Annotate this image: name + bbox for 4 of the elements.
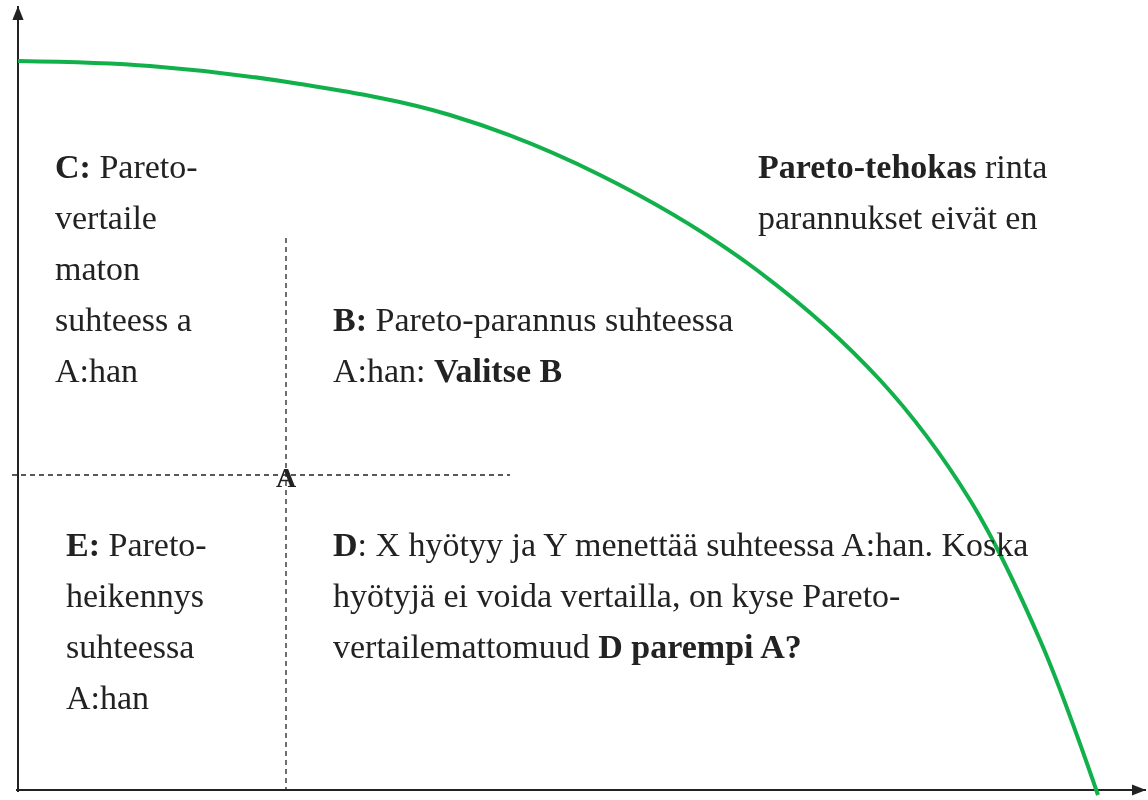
region-label: Pareto-tehokas rinta parannukset eivät en	[758, 147, 1049, 238]
region-label: B: Pareto-parannus suhteessa A:han: Valitse B	[333, 300, 735, 391]
region-label: E: Pareto-heikennys suhteessa A:han	[66, 525, 208, 718]
region-label: C: Pareto-vertaile maton suhteess a A:han	[55, 147, 199, 391]
